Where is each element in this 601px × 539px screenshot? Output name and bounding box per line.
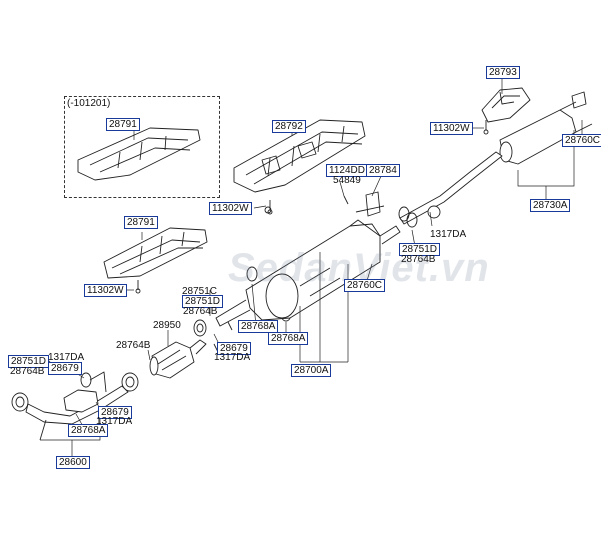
part-1317DA-label: 1317DA (48, 352, 85, 363)
part-28784-label[interactable]: 28784 (366, 164, 400, 177)
part-28793-label[interactable]: 28793 (486, 66, 520, 79)
gaskets (11, 206, 410, 412)
part-28679-label[interactable]: 28679 (217, 342, 251, 355)
heat-protector-center (233, 119, 366, 193)
part-28730A-label[interactable]: 28730A (530, 199, 571, 212)
part-28760C-label[interactable]: 28760C (562, 134, 601, 147)
part-54849-label: 54849 (333, 175, 361, 186)
part-28768A-label[interactable]: 28768A (268, 332, 309, 345)
part-28700A-label[interactable]: 28700A (291, 364, 332, 377)
part-28679-label[interactable]: 28679 (98, 406, 132, 419)
front-pipe (25, 371, 129, 441)
part-28768A-label[interactable]: 28768A (68, 424, 109, 437)
center-muffler (215, 219, 401, 327)
part-28792-label[interactable]: 28792 (272, 120, 306, 133)
heat-protector-rear (481, 87, 531, 123)
part-1317DA-label: 1317DA (430, 229, 467, 240)
part-28950-label: 28950 (153, 320, 181, 331)
part-28600-label[interactable]: 28600 (56, 456, 90, 469)
part-28764B-label: 28764B (401, 254, 436, 265)
part-11302W-label[interactable]: 11302W (209, 202, 252, 215)
part-28768A-label[interactable]: 28768A (238, 320, 279, 333)
part-1317DA-label: 1317DA (96, 416, 133, 427)
part-28791-label[interactable]: 28791 (124, 216, 158, 229)
part-1317DA-label: 1317DA (214, 352, 251, 363)
inset-label: (-101201) (67, 98, 111, 109)
part-28791-label[interactable]: 28791 (106, 118, 140, 131)
inset-box (64, 96, 220, 198)
part-28760C-label[interactable]: 28760C (344, 279, 386, 292)
part-28764B-label: 28764B (183, 306, 218, 317)
rear-muffler (399, 91, 593, 225)
part-28751D-label[interactable]: 28751D (399, 243, 441, 256)
heat-protector-front (103, 227, 208, 279)
part-11302W-label[interactable]: 11302W (84, 284, 127, 297)
part-28764B-label: 28764B (116, 340, 151, 351)
part-28764B-label: 28764B (10, 366, 45, 377)
catalytic-converter (149, 339, 207, 379)
part-28751D-label[interactable]: 28751D (8, 355, 50, 368)
part-28751C-label: 28751C (182, 286, 218, 297)
part-28679-label[interactable]: 28679 (48, 362, 82, 375)
heat-protector-inset (77, 127, 201, 181)
part-28751D-label[interactable]: 28751D (182, 295, 224, 308)
part-11302W-label[interactable]: 11302W (430, 122, 473, 135)
